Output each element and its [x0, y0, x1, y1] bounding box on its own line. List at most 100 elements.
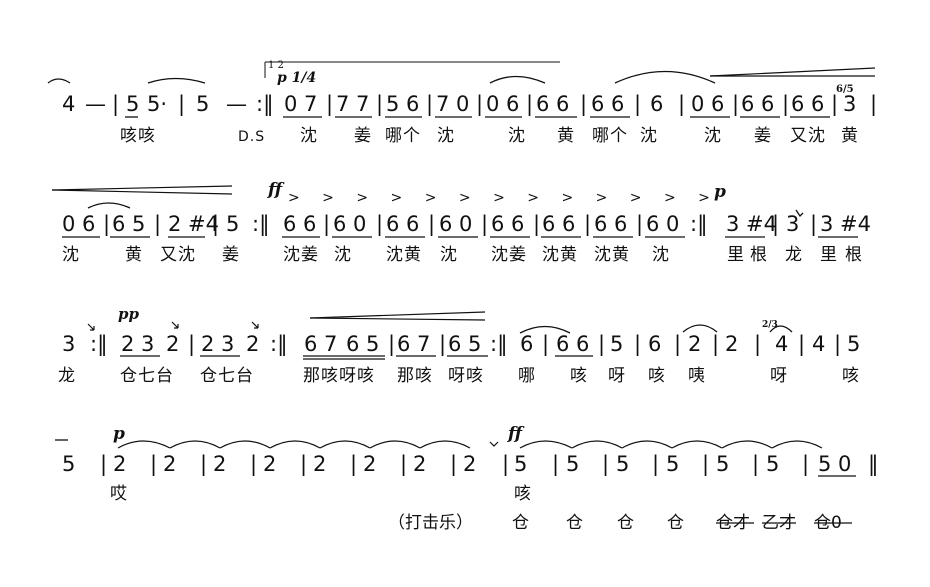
note: 4: [812, 332, 826, 356]
percussion-note: 仓0: [814, 513, 842, 533]
note: 3: [62, 332, 76, 356]
barline: |: [602, 452, 610, 476]
note: 5: [226, 212, 240, 236]
lyric: 那咳: [397, 366, 433, 386]
lyric: 仓七台: [120, 366, 174, 386]
note: 2: [213, 452, 227, 476]
barline: |: [674, 332, 682, 356]
lyric: 里: [727, 245, 745, 265]
note: 6 5: [448, 332, 482, 356]
barline: |: [100, 452, 108, 476]
lyric: 咳: [648, 366, 666, 386]
lyric: 哪个: [385, 126, 421, 146]
barline: |: [552, 452, 560, 476]
note: 4: [62, 92, 76, 116]
note: 2: [313, 452, 327, 476]
barline: |: [450, 452, 458, 476]
note: 0 6: [691, 92, 725, 116]
note: 6 6: [283, 212, 317, 236]
note: 2 #4: [168, 212, 219, 236]
note: 6: [648, 332, 662, 356]
system-3-marks: [87, 311, 793, 360]
lyric: 咳咳: [120, 126, 156, 146]
note: 2: [463, 452, 477, 476]
note: 6 6: [542, 212, 576, 236]
note: 5 0: [818, 452, 852, 476]
note: 6 6: [741, 92, 775, 116]
note: 5: [62, 452, 76, 476]
barline: |: [712, 332, 720, 356]
lyric: 哪: [518, 366, 536, 386]
note: 6 0: [333, 212, 367, 236]
note: 6 6: [556, 332, 590, 356]
repeat-sign: :‖: [252, 212, 270, 236]
barline: |: [526, 92, 534, 116]
note: 2: [263, 452, 277, 476]
barline: |: [476, 92, 484, 116]
note: 2: [113, 452, 127, 476]
note: 2 3: [201, 332, 235, 356]
barline: |: [752, 452, 760, 476]
barline: |: [870, 92, 878, 116]
note: 6 6: [491, 212, 525, 236]
dynamic-p: p: [714, 182, 726, 202]
volta-mark: 1 2: [268, 60, 284, 71]
lyric: 姜: [754, 126, 772, 146]
barline: |: [634, 92, 642, 116]
note: 5: [716, 452, 730, 476]
lyric: 姜: [222, 245, 240, 265]
barline: |: [439, 332, 447, 356]
note: 0 6: [62, 212, 96, 236]
barline: |: [428, 212, 436, 236]
note: 2: [163, 452, 177, 476]
note: 5: [566, 452, 580, 476]
barline: |: [772, 212, 780, 236]
barline: |: [400, 452, 408, 476]
note: 2: [246, 332, 260, 356]
note: 3 #4: [820, 212, 871, 236]
note: 5: [666, 452, 680, 476]
note: 5: [847, 332, 861, 356]
lyric: 根: [750, 245, 768, 265]
barline: |: [103, 212, 111, 236]
lyric: 又沈: [160, 245, 196, 265]
lyric: 沈: [704, 126, 722, 146]
barline: |: [802, 452, 810, 476]
lyric: 又沈: [790, 126, 826, 146]
note: 6 7: [304, 332, 338, 356]
note: 6 6: [591, 92, 625, 116]
lyric: 龙: [785, 245, 803, 265]
note: 7 0: [436, 92, 470, 116]
barline: |: [598, 332, 606, 356]
barline: |: [678, 92, 686, 116]
lyric: 姜: [354, 126, 372, 146]
lyric: 呀咳: [448, 366, 484, 386]
repeat-sign: :‖: [90, 332, 108, 356]
lyric: 沈: [62, 245, 80, 265]
repeat-sign: :‖: [490, 332, 508, 356]
note: 6 6: [386, 212, 420, 236]
note: 2: [166, 332, 180, 356]
barline: |: [112, 92, 120, 116]
dash: —: [85, 92, 106, 116]
percussion-note: 仓: [566, 513, 583, 533]
lyric: 根: [845, 245, 863, 265]
repeat-sign: :‖: [256, 92, 274, 116]
barline: |: [188, 332, 196, 356]
lyric: 那咳呀咳: [303, 366, 375, 386]
lyric: 沈: [640, 126, 658, 146]
percussion-note: 仓: [667, 513, 684, 533]
barline: |: [350, 452, 358, 476]
note: 5: [126, 92, 140, 116]
barline: |: [542, 332, 550, 356]
barline: |: [636, 212, 644, 236]
barline: |: [154, 212, 162, 236]
note: 6 6: [536, 92, 570, 116]
barline: |: [580, 92, 588, 116]
lyric: 呀: [608, 366, 626, 386]
repeat-sign: :‖: [690, 212, 708, 236]
dynamic-p: p: [113, 424, 125, 444]
barline: |: [732, 92, 740, 116]
lyric: 沈: [440, 245, 458, 265]
